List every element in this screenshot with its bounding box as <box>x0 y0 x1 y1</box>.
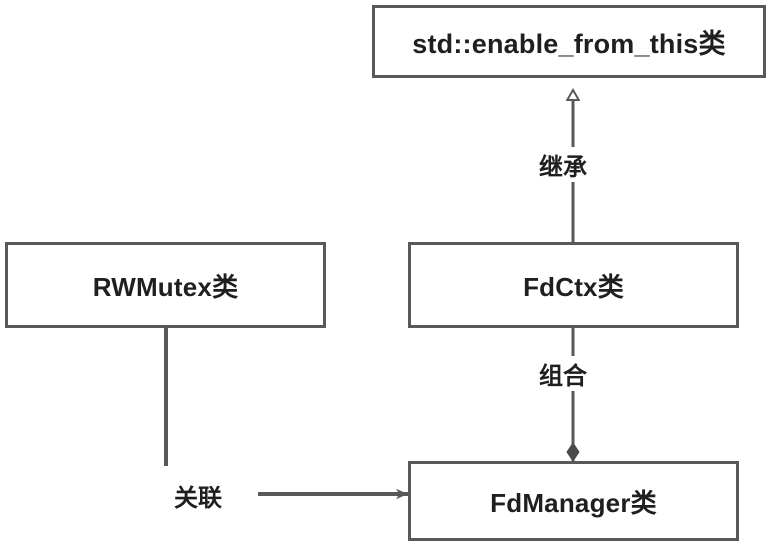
edge-label-composition: 组合 <box>533 356 593 391</box>
class-box-rwmutex[interactable]: RWMutex类 <box>5 242 326 328</box>
edge-label-association: 关联 <box>168 478 228 513</box>
edge-label-inheritance: 继承 <box>533 147 593 182</box>
class-box-label: std::enable_from_this类 <box>412 29 726 59</box>
class-box-label: FdManager类 <box>490 487 657 518</box>
class-box-label: RWMutex类 <box>92 271 239 302</box>
class-box-label: FdCtx类 <box>523 271 624 302</box>
class-box-fdmanager[interactable]: FdManager类 <box>408 461 739 541</box>
class-box-enable-from-this[interactable]: std::enable_from_this类 <box>372 5 766 78</box>
class-box-fdctx[interactable]: FdCtx类 <box>408 242 739 328</box>
